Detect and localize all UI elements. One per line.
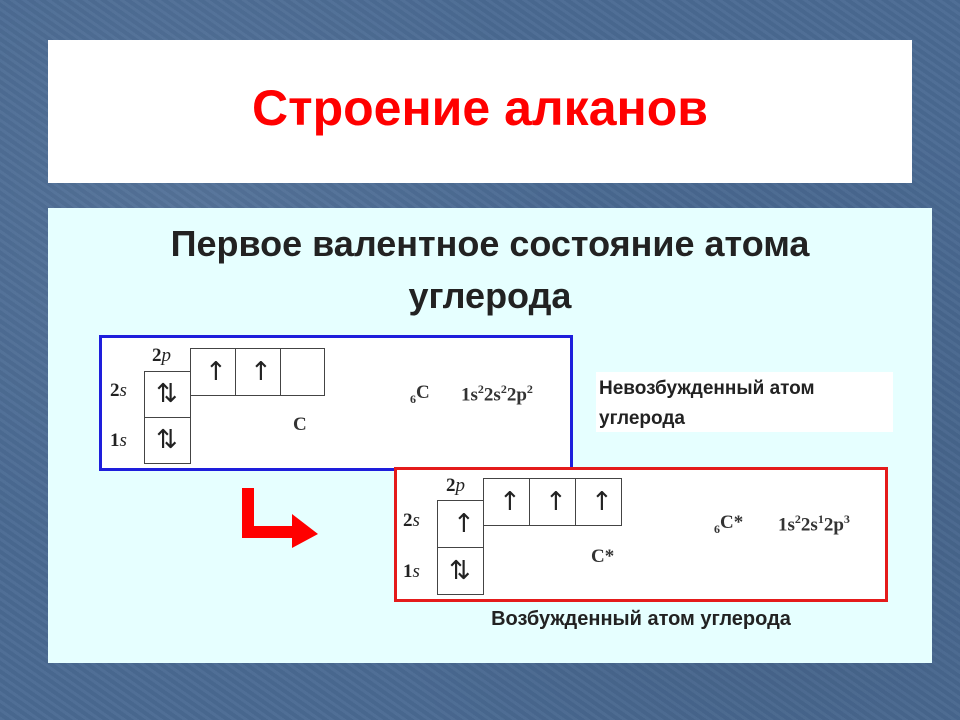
ground-cell-2p-3 [280,348,325,396]
excited-2p2-electron-icon: ↑ [545,487,567,517]
ground-2p1-electron-icon: ↑ [205,357,227,387]
ground-configuration: 1s22s22p2 [461,382,533,406]
excited-cell-2p-2: ↑ [529,478,576,526]
arrow-down-right-icon [242,488,318,548]
excited-label-2s: 2s [403,510,420,531]
subtitle-line-1: Первое валентное состояние атома [170,223,810,264]
excited-symbol: C* [591,546,615,567]
ground-formula: 6C [410,382,430,406]
excited-2p1-electron-icon: ↑ [499,487,521,517]
excited-2s-electron-icon: ↑ [453,509,475,539]
excited-cell-2p-1: ↑ [483,478,530,526]
ground-2p2-electron-icon: ↑ [250,357,272,387]
excited-formula: 6C* [714,512,744,536]
excited-label-1s: 1s [403,561,420,582]
ground-caption-box [596,372,893,432]
slide-title: Строение алканов [251,79,708,136]
ground-cell-2p-1: ↑ [190,348,236,396]
ground-cell-2s: ⇅ [144,371,191,418]
excited-cell-2p-3: ↑ [575,478,622,526]
excited-cell-1s: ⇅ [437,547,484,595]
ground-cell-1s: ⇅ [144,417,191,464]
ground-1s-electron-pair-icon: ⇅ [156,425,178,455]
ground-cell-2p-2: ↑ [235,348,281,396]
excited-1s-electron-pair-icon: ⇅ [449,556,471,586]
slide-subtitle: Первое валентное состояние атома углерод… [48,218,932,322]
excited-2p3-electron-icon: ↑ [591,487,613,517]
ground-label-2s: 2s [110,380,127,401]
excited-caption: Возбужденный атом углерода [491,608,791,630]
ground-2s-electron-pair-icon: ⇅ [156,379,178,409]
ground-label-1s: 1s [110,430,127,451]
ground-label-2p: 2p [152,345,171,366]
title-box: Строение алканов [48,40,912,183]
ground-caption: Невозбужденный атом углерода [599,378,815,429]
excited-label-2p: 2p [446,475,465,496]
subtitle-line-2: углерода [408,275,572,316]
excited-cell-2s: ↑ [437,500,484,548]
excited-configuration: 1s22s12p3 [778,512,850,536]
ground-symbol: C [293,414,307,435]
